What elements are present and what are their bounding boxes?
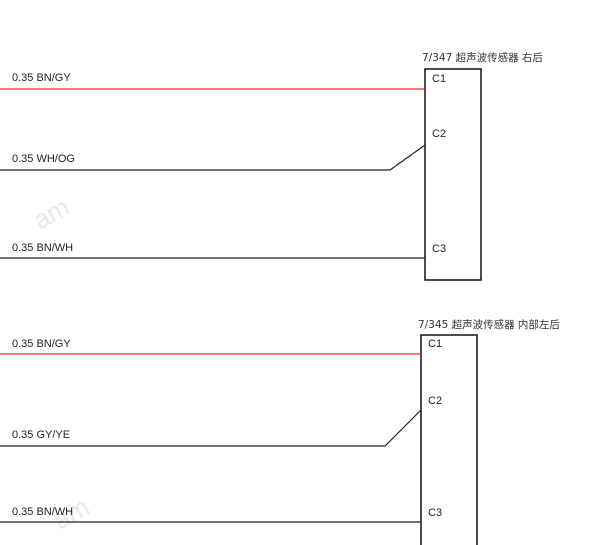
wire-label-2-c1: 0.35 BN/GY [12,338,71,350]
pin-label-2-c3: C3 [428,507,442,519]
pin-label-2-c2: C2 [428,395,442,407]
wire-2-c2[interactable] [0,409,422,447]
pin-label-2-c1: C1 [428,338,442,350]
pin-label-1-c1: C1 [432,73,446,85]
wire-1-c2[interactable] [0,144,426,171]
connector-box-1[interactable] [424,68,482,281]
watermark: am [28,191,74,235]
connector-group-2: 7/345 超声波传感器 内部左后 0.35 BN/GY C1 0.35 GY/… [0,318,560,545]
wire-label-1-c2: 0.35 WH/OG [12,153,75,165]
connector-title-1: 7/347 超声波传感器 右后 [422,51,543,64]
pin-label-1-c3: C3 [432,243,446,255]
wire-label-1-c3: 0.35 BN/WH [12,242,73,254]
wire-label-1-c1: 0.35 BN/GY [12,72,71,84]
wire-label-2-c2: 0.35 GY/YE [12,429,70,441]
connector-group-1: 7/347 超声波传感器 右后 0.35 BN/GY C1 0.35 WH/OG… [0,51,543,281]
connector-title-2: 7/345 超声波传感器 内部左后 [418,318,560,331]
connector-box-2[interactable] [420,334,478,545]
pin-label-1-c2: C2 [432,128,446,140]
wire-label-2-c3: 0.35 BN/WH [12,506,73,518]
